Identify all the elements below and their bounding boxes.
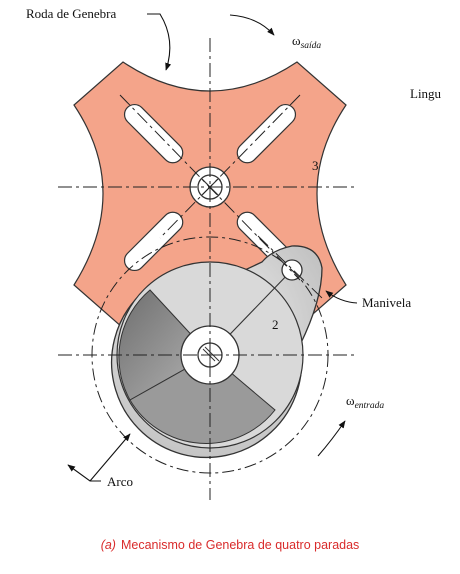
caption-prefix: (a) xyxy=(101,538,116,552)
slot-upper-left xyxy=(123,103,184,164)
figure-caption: (a) Mecanismo de Genebra de quatro parada… xyxy=(101,538,360,552)
sector-bottom xyxy=(129,354,276,444)
arrow-omega-out xyxy=(229,14,275,36)
wheel-slots xyxy=(123,103,297,272)
leader-arc-a xyxy=(67,464,101,482)
pin-path-circle xyxy=(91,236,329,474)
label-crank-number: 2 xyxy=(272,317,279,332)
arrow-omega-in xyxy=(317,420,346,457)
label-arc: Arco xyxy=(107,474,133,489)
omega-in-symbol: ω xyxy=(346,393,355,408)
label-omega-in: ωentrada xyxy=(346,393,384,411)
crank-pin-line xyxy=(257,235,323,299)
label-omega-out: ωsaída xyxy=(292,33,321,51)
locking-arc-sectors xyxy=(118,289,276,444)
leader-geneva-wheel xyxy=(147,13,172,71)
label-crank: Manivela xyxy=(362,295,411,310)
leader-arc-b xyxy=(89,433,131,482)
label-wheel-number: 3 xyxy=(312,158,319,173)
omega-out-subscript: saída xyxy=(301,41,322,51)
leader-crank xyxy=(325,290,358,304)
diagonal-centerline-b xyxy=(159,94,301,239)
slot-lower-left xyxy=(123,211,184,272)
sector-left xyxy=(118,289,211,401)
omega-out-symbol: ω xyxy=(292,33,301,48)
omega-in-subscript: entrada xyxy=(355,401,385,411)
label-partial-lingua: Lingu xyxy=(410,86,442,101)
label-geneva-wheel: Roda de Genebra xyxy=(26,6,116,21)
slot-upper-right xyxy=(236,103,297,164)
caption-text: Mecanismo de Genebra de quatro paradas xyxy=(121,538,359,552)
